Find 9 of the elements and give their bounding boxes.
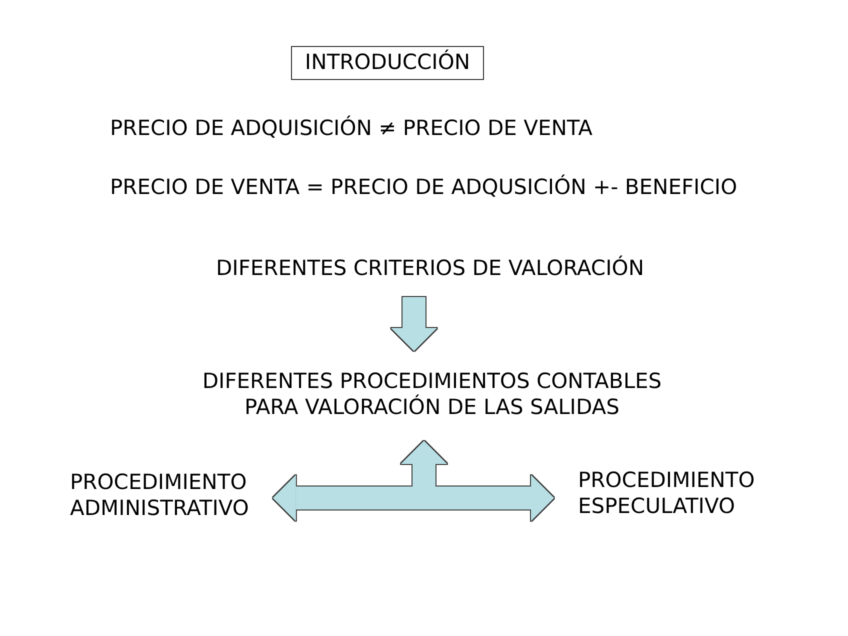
node-text: PROCEDIMIENTO ESPECULATIVO [578, 467, 755, 519]
formula-text: PRECIO DE ADQUISICIÓN ≠ PRECIO DE VENTA [110, 116, 592, 140]
node-text: PROCEDIMIENTO ADMINISTRATIVO [70, 469, 249, 521]
three-way-arrow [272, 441, 554, 521]
section-box: INTRODUCCIÓN [291, 46, 484, 80]
heading-text: DIFERENTES CRITERIOS DE VALORACIÓN [216, 256, 644, 280]
formula-text: PRECIO DE VENTA = PRECIO DE ADQUSICIÓN +- BENEFICIO [110, 175, 738, 199]
block-arrow [391, 297, 437, 351]
heading-text: DIFERENTES PROCEDIMIENTOS CONTABLES PARA VALORACIÓN DE LAS SALIDAS [190, 368, 674, 420]
